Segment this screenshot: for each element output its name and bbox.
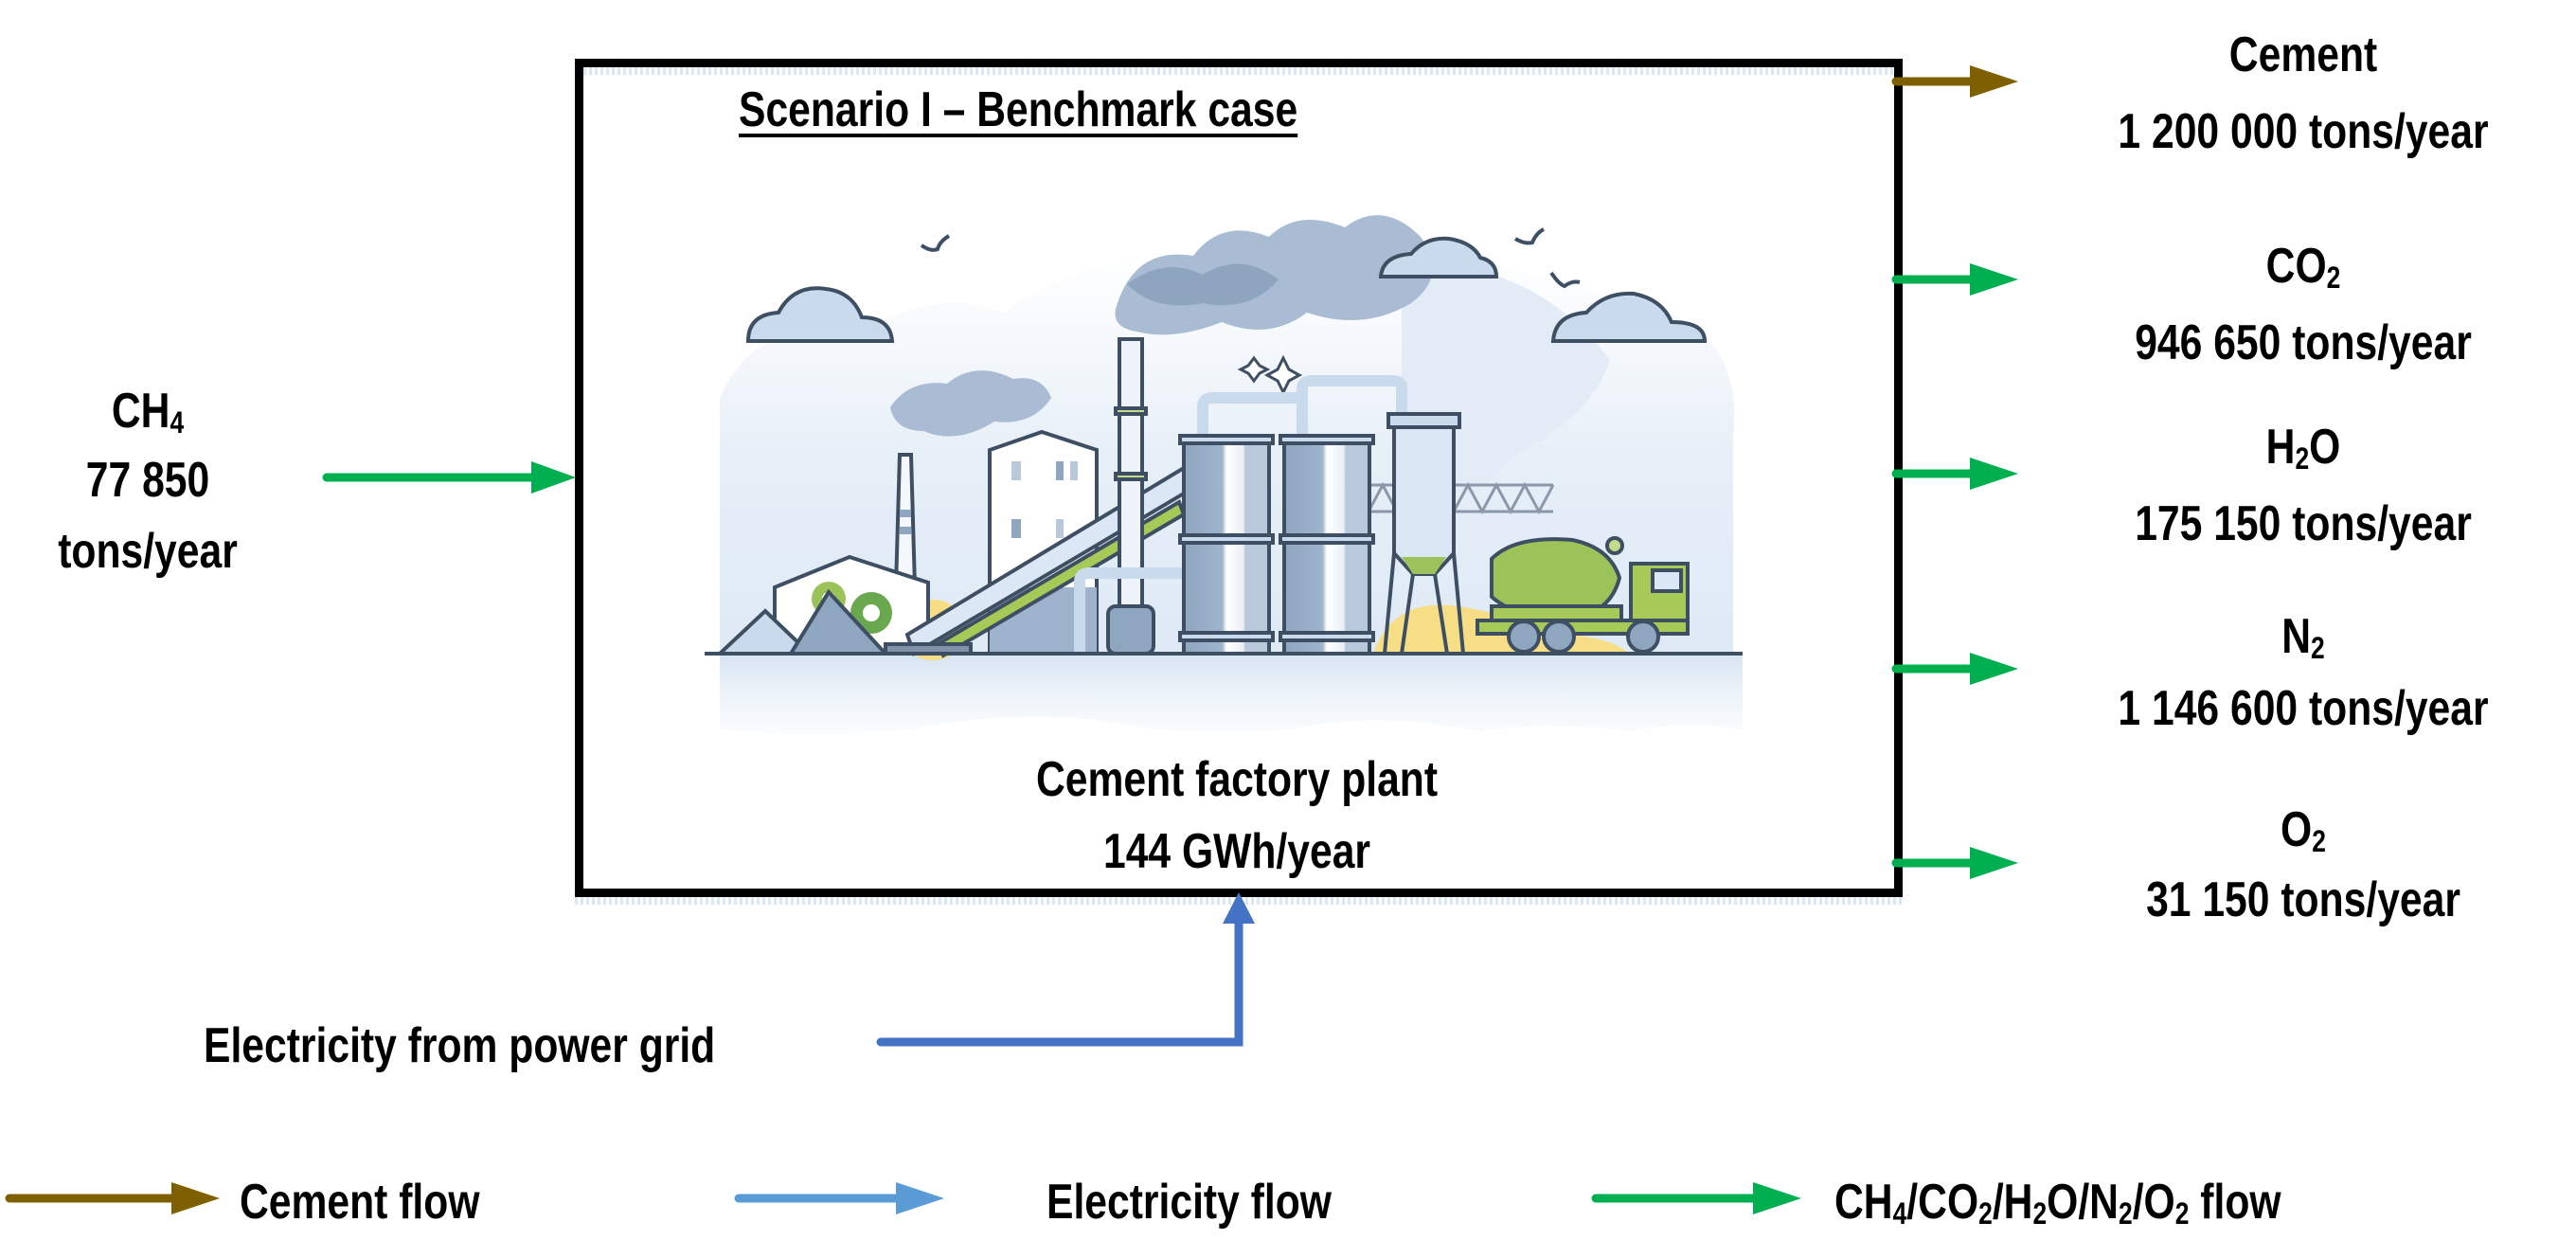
output-o2-base: O xyxy=(2281,802,2313,857)
birds xyxy=(920,227,1581,289)
cloud-left xyxy=(745,286,895,343)
output-cement-name: Cement xyxy=(2228,27,2378,82)
legend-cement-label: Cement flow xyxy=(240,1175,480,1230)
plant-name: Cement factory plant xyxy=(1035,752,1439,807)
input-species: CH4 xyxy=(111,384,184,439)
output-h2o-label: H2O xyxy=(2265,420,2341,475)
silo xyxy=(1383,412,1465,655)
legend-gas-sub: 2 xyxy=(1978,1195,1993,1231)
output-n2-sub: 2 xyxy=(2311,630,2325,665)
legend-gas-sub: 2 xyxy=(2032,1195,2048,1231)
input-amount: 77 850 xyxy=(85,453,210,508)
cement-output-arrow xyxy=(1891,65,2018,98)
input-unit: tons/year xyxy=(58,524,238,579)
legend-gas-sub: 4 xyxy=(1892,1195,1907,1231)
legend-gas-part: /O xyxy=(2132,1175,2175,1230)
legend-gas-part: CH xyxy=(1834,1175,1893,1230)
output-o2-label: O2 xyxy=(2281,802,2326,857)
legend-gas-label: CH4/CO2/H2O/N2/O2 flow xyxy=(1834,1175,2281,1230)
electricity-source-label: Electricity from power grid xyxy=(204,1018,716,1073)
output-co2-sub: 2 xyxy=(2326,260,2341,295)
output-n2-label: N2 xyxy=(2281,609,2325,664)
legend-gas-part: O/N xyxy=(2047,1175,2119,1230)
output-co2-base: CO xyxy=(2265,239,2327,294)
output-h2o-value: 175 150 tons/year xyxy=(2135,496,2472,551)
output-co2-value: 946 650 tons/year xyxy=(2135,315,2472,370)
mixer-truck xyxy=(1476,536,1690,654)
legend-cement-arrow xyxy=(5,1182,220,1214)
o2-output-arrow xyxy=(1891,847,2018,879)
input-species-sub: 4 xyxy=(170,404,185,440)
electricity-input-arrow xyxy=(876,892,1255,1047)
co2-output-arrow xyxy=(1891,263,2018,296)
smoke xyxy=(890,215,1433,437)
tank-1 xyxy=(1178,434,1275,656)
legend-gas-sub: 2 xyxy=(2174,1195,2190,1231)
output-cement-label: Cement xyxy=(2229,30,2377,80)
output-n2-base: N xyxy=(2281,609,2312,664)
output-h2o-suffix: O xyxy=(2309,420,2341,475)
output-o2-sub: 2 xyxy=(2312,823,2326,858)
ground-mist xyxy=(720,654,1743,734)
scenario-title: Scenario I – Benchmark case xyxy=(739,82,1298,137)
cloud-right xyxy=(1550,291,1708,343)
output-co2-label: CO2 xyxy=(2265,239,2341,294)
input-species-base: CH xyxy=(111,384,170,439)
tank-2 xyxy=(1279,434,1375,656)
legend-gas-part: /H xyxy=(1992,1175,2033,1230)
box-inner-shadow xyxy=(583,67,1894,75)
legend-gas-part: /CO xyxy=(1906,1175,1979,1230)
legend-electricity-label: Electricity flow xyxy=(1046,1175,1332,1230)
n2-output-arrow xyxy=(1891,653,2018,685)
legend-gas-sub: 2 xyxy=(2118,1195,2133,1231)
legend-gas-part: flow xyxy=(2189,1175,2281,1230)
ch4-input-arrow xyxy=(322,461,576,494)
output-n2-value: 1 146 600 tons/year xyxy=(2118,681,2489,736)
output-h2o-base: H xyxy=(2265,420,2296,475)
legend-electricity-arrow xyxy=(734,1182,944,1214)
output-cement-value: 1 200 000 tons/year xyxy=(2118,104,2489,159)
h2o-output-arrow xyxy=(1891,458,2018,490)
plant-energy: 144 GWh/year xyxy=(1102,824,1371,879)
legend-gas-arrow xyxy=(1591,1182,1801,1214)
cloud-middle xyxy=(1378,236,1499,279)
output-h2o-sub: 2 xyxy=(2295,440,2310,476)
output-o2-value: 31 150 tons/year xyxy=(2146,872,2460,927)
